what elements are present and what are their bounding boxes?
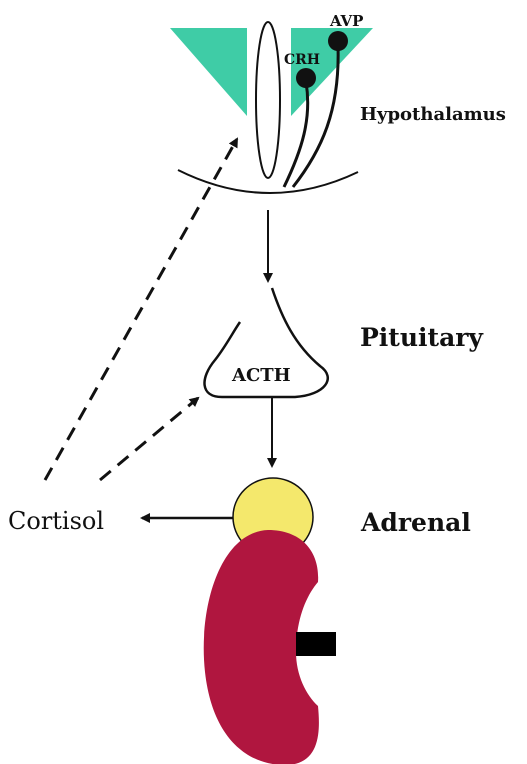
renal-hilum [296, 632, 336, 656]
pituitary-label: Pituitary [360, 323, 484, 352]
avp-neuron-body [328, 31, 348, 51]
cortisol-label: Cortisol [8, 507, 104, 535]
third-ventricle [256, 22, 280, 178]
feedback-arrow-pituitary [100, 398, 198, 480]
adrenal-label: Adrenal [360, 508, 471, 537]
avp-label: AVP [329, 12, 363, 30]
crh-label: CRH [284, 52, 320, 68]
left-nucleus-triangle [170, 28, 247, 116]
feedback-arrow-hypothalamus [45, 139, 237, 480]
acth-label: ACTH [231, 365, 291, 386]
crh-neuron-body [296, 68, 316, 88]
hypothalamus-label: Hypothalamus [360, 104, 506, 125]
